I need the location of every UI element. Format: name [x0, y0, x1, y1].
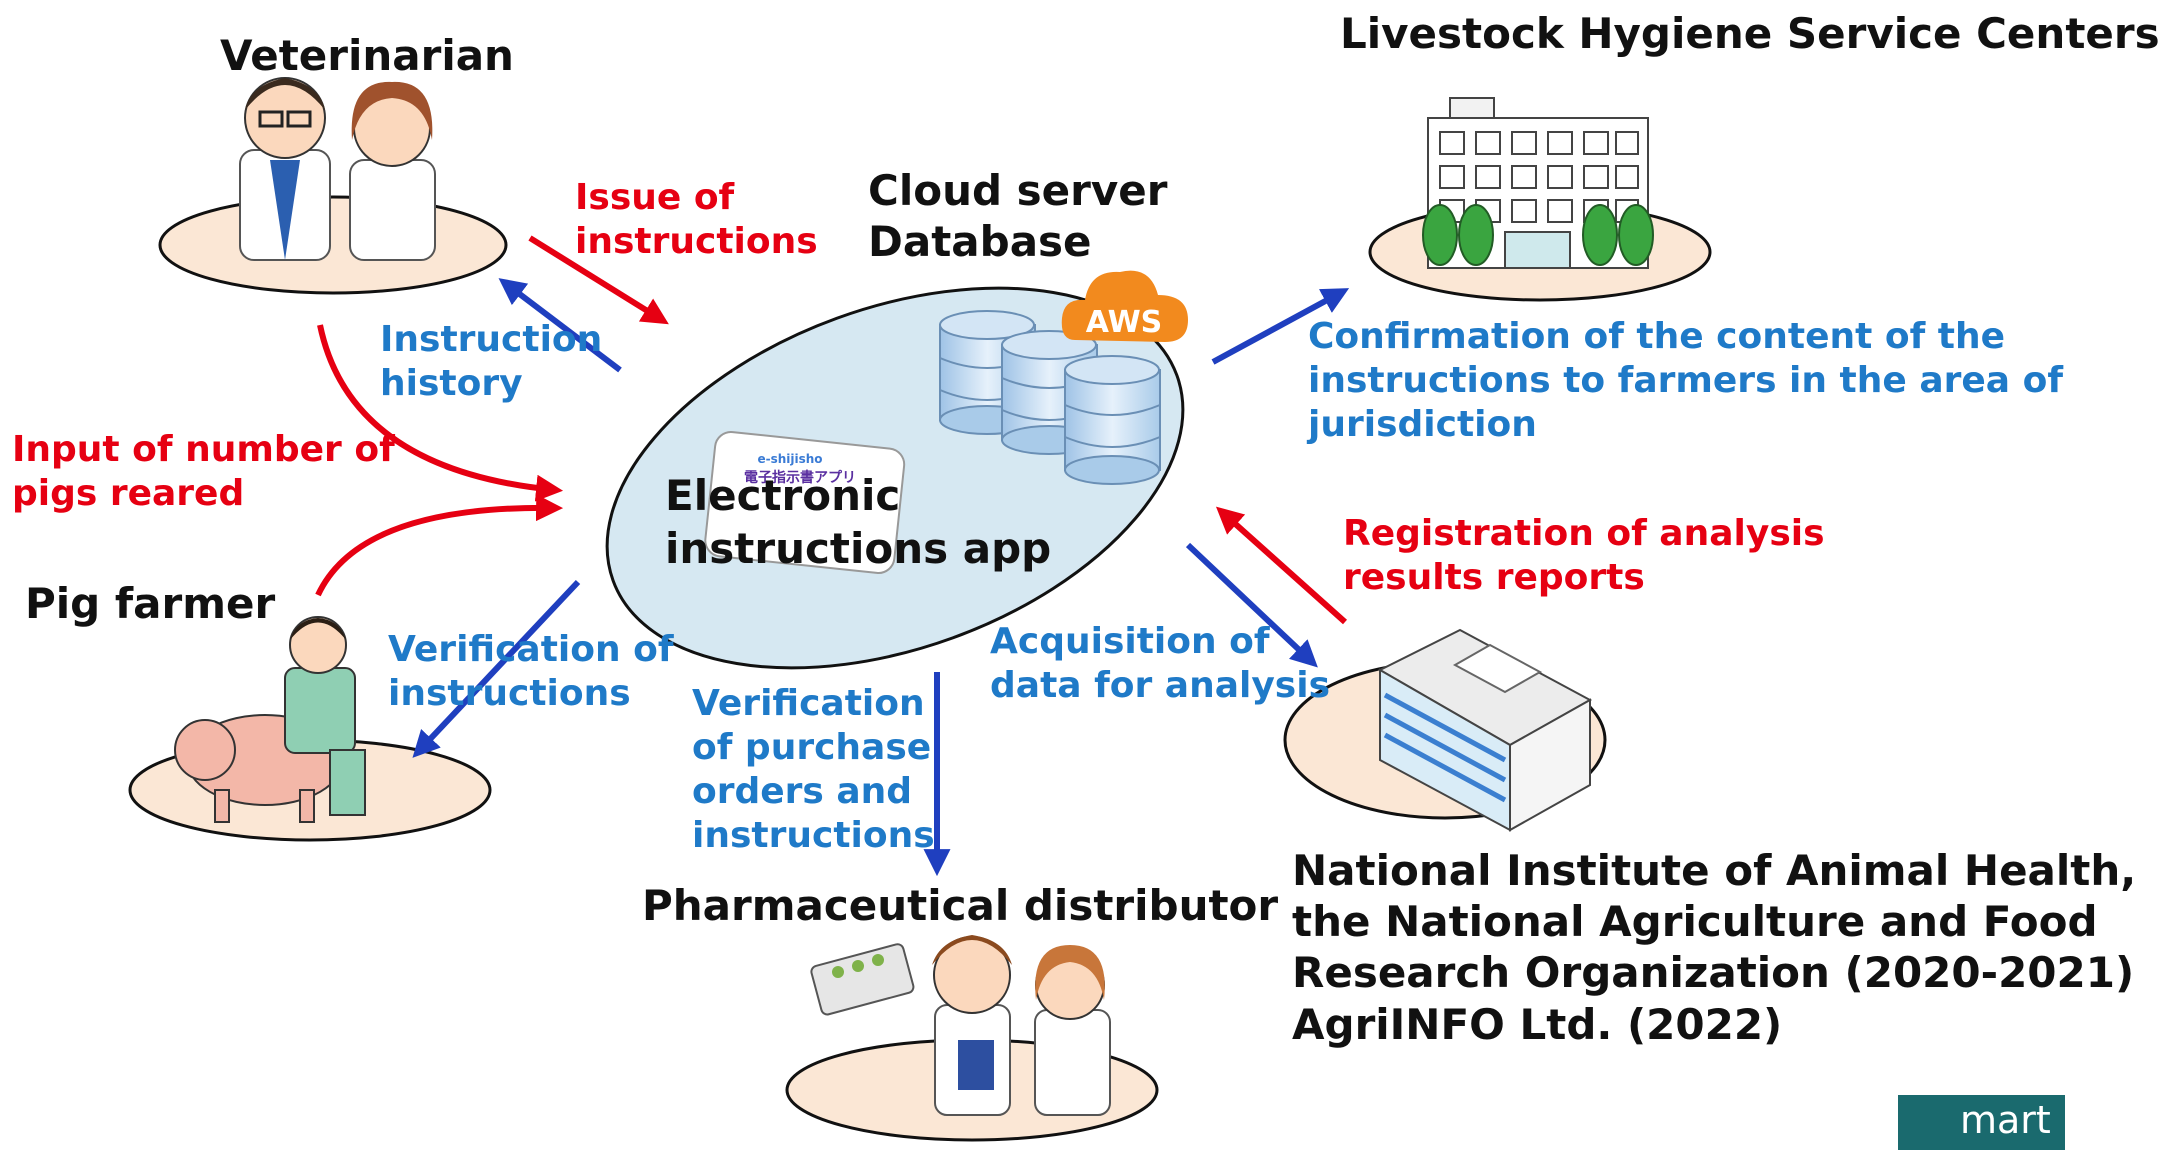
conf-line-2: instructions to farmers in the area of: [1308, 359, 2063, 401]
aws-badge-text: AWS: [1086, 305, 1163, 340]
app-icon-subtitle: 電子指示書アプリ: [744, 469, 856, 486]
acq-line-2: data for analysis: [990, 664, 1330, 706]
pig-farmer-label: Pig farmer: [25, 579, 276, 628]
confirmation-label: Confirmation of the content of the instr…: [1308, 315, 2063, 447]
cloud-server-label: Cloud server Database: [868, 165, 1167, 267]
distributor-icon: [810, 935, 1111, 1116]
livestock-center-building-icon: [1422, 97, 1654, 269]
acq-line-1: Acquisition of: [990, 621, 1270, 662]
reg-line-2: results reports: [1343, 556, 1645, 598]
veterinarian-icon: [239, 77, 436, 261]
arrow-acquisition-of-data: [1185, 542, 1318, 668]
veterinarian-platform: [158, 195, 508, 295]
database-icon: [939, 310, 1161, 485]
arrow-verification-of-instructions: [412, 579, 581, 758]
verif-line-1: Verification of: [388, 629, 674, 670]
input-line-2: pigs reared: [12, 472, 245, 514]
verification-of-instructions-label: Verification of instructions: [388, 628, 674, 716]
institute-building-icon: [1377, 628, 1593, 832]
arrow-confirmation: [1211, 288, 1350, 365]
purchase-line-1: Verification: [692, 683, 925, 724]
institute-line-1: National Institute of Animal Health,: [1292, 846, 2137, 895]
arrow-input-from-farmer: [315, 494, 564, 597]
verif-line-2: instructions: [388, 672, 631, 714]
issue-line-2: instructions: [575, 220, 818, 262]
app-name-line-2: instructions app: [665, 523, 1052, 573]
conf-line-1: Confirmation of the content of the: [1308, 316, 2006, 357]
livestock-centers-label: Livestock Hygiene Service Centers: [1340, 9, 2160, 58]
aws-cloud-icon: AWS: [1061, 270, 1188, 342]
app-icon-title: e-shijisho: [757, 452, 822, 466]
veterinarian-label: Veterinarian: [220, 31, 514, 80]
app-name-line-1: Electronic: [665, 471, 901, 520]
pharmaceutical-distributor-label: Pharmaceutical distributor: [642, 881, 1279, 930]
national-institute-label: National Institute of Animal Health, the…: [1292, 845, 2136, 1050]
arrow-issue-of-instructions: [528, 235, 669, 325]
reg-line-1: Registration of analysis: [1343, 513, 1825, 554]
verification-of-purchase-label: Verification of purchase orders and inst…: [692, 682, 935, 858]
issue-line-1: Issue of: [575, 177, 735, 218]
logo-text: mart: [1960, 1098, 2051, 1142]
issue-of-instructions-label: Issue of instructions: [575, 176, 818, 264]
history-line-2: history: [380, 362, 523, 404]
purchase-line-4: instructions: [692, 814, 935, 856]
electronic-instructions-app-label: Electronic instructions app: [665, 470, 1051, 575]
arrow-input-from-veterinarian: [317, 324, 564, 502]
logo-badge: [1898, 1095, 2065, 1150]
history-line-1: Instruction: [380, 319, 603, 360]
registration-of-results-label: Registration of analysis results reports: [1343, 512, 1825, 600]
cloud-server-line-2: Database: [868, 217, 1092, 267]
purchase-line-3: orders and: [692, 770, 913, 812]
acquisition-of-data-label: Acquisition of data for analysis: [990, 620, 1330, 708]
pig-farmer-icon: [174, 616, 366, 823]
cloud-server-line-1: Cloud server: [868, 166, 1168, 215]
purchase-line-2: of purchase: [692, 726, 932, 768]
arrow-instruction-history: [498, 278, 622, 373]
input-number-of-pigs-label: Input of number of pigs reared: [12, 428, 395, 516]
institute-line-2: the National Agriculture and Food: [1292, 897, 2098, 947]
workflow-diagram: AWS e-shijisho 電子指示書アプリ: [128, 77, 1712, 1142]
institute-line-3: Research Organization (2020-2021): [1292, 948, 2135, 998]
instruction-history-label: Instruction history: [380, 318, 602, 406]
arrow-registration-of-results: [1215, 506, 1347, 625]
conf-line-3: jurisdiction: [1308, 403, 1537, 445]
institute-line-4: AgriINFO Ltd. (2022): [1292, 999, 1783, 1049]
app-tile-icon: e-shijisho 電子指示書アプリ: [704, 430, 906, 574]
input-line-1: Input of number of: [12, 429, 395, 470]
